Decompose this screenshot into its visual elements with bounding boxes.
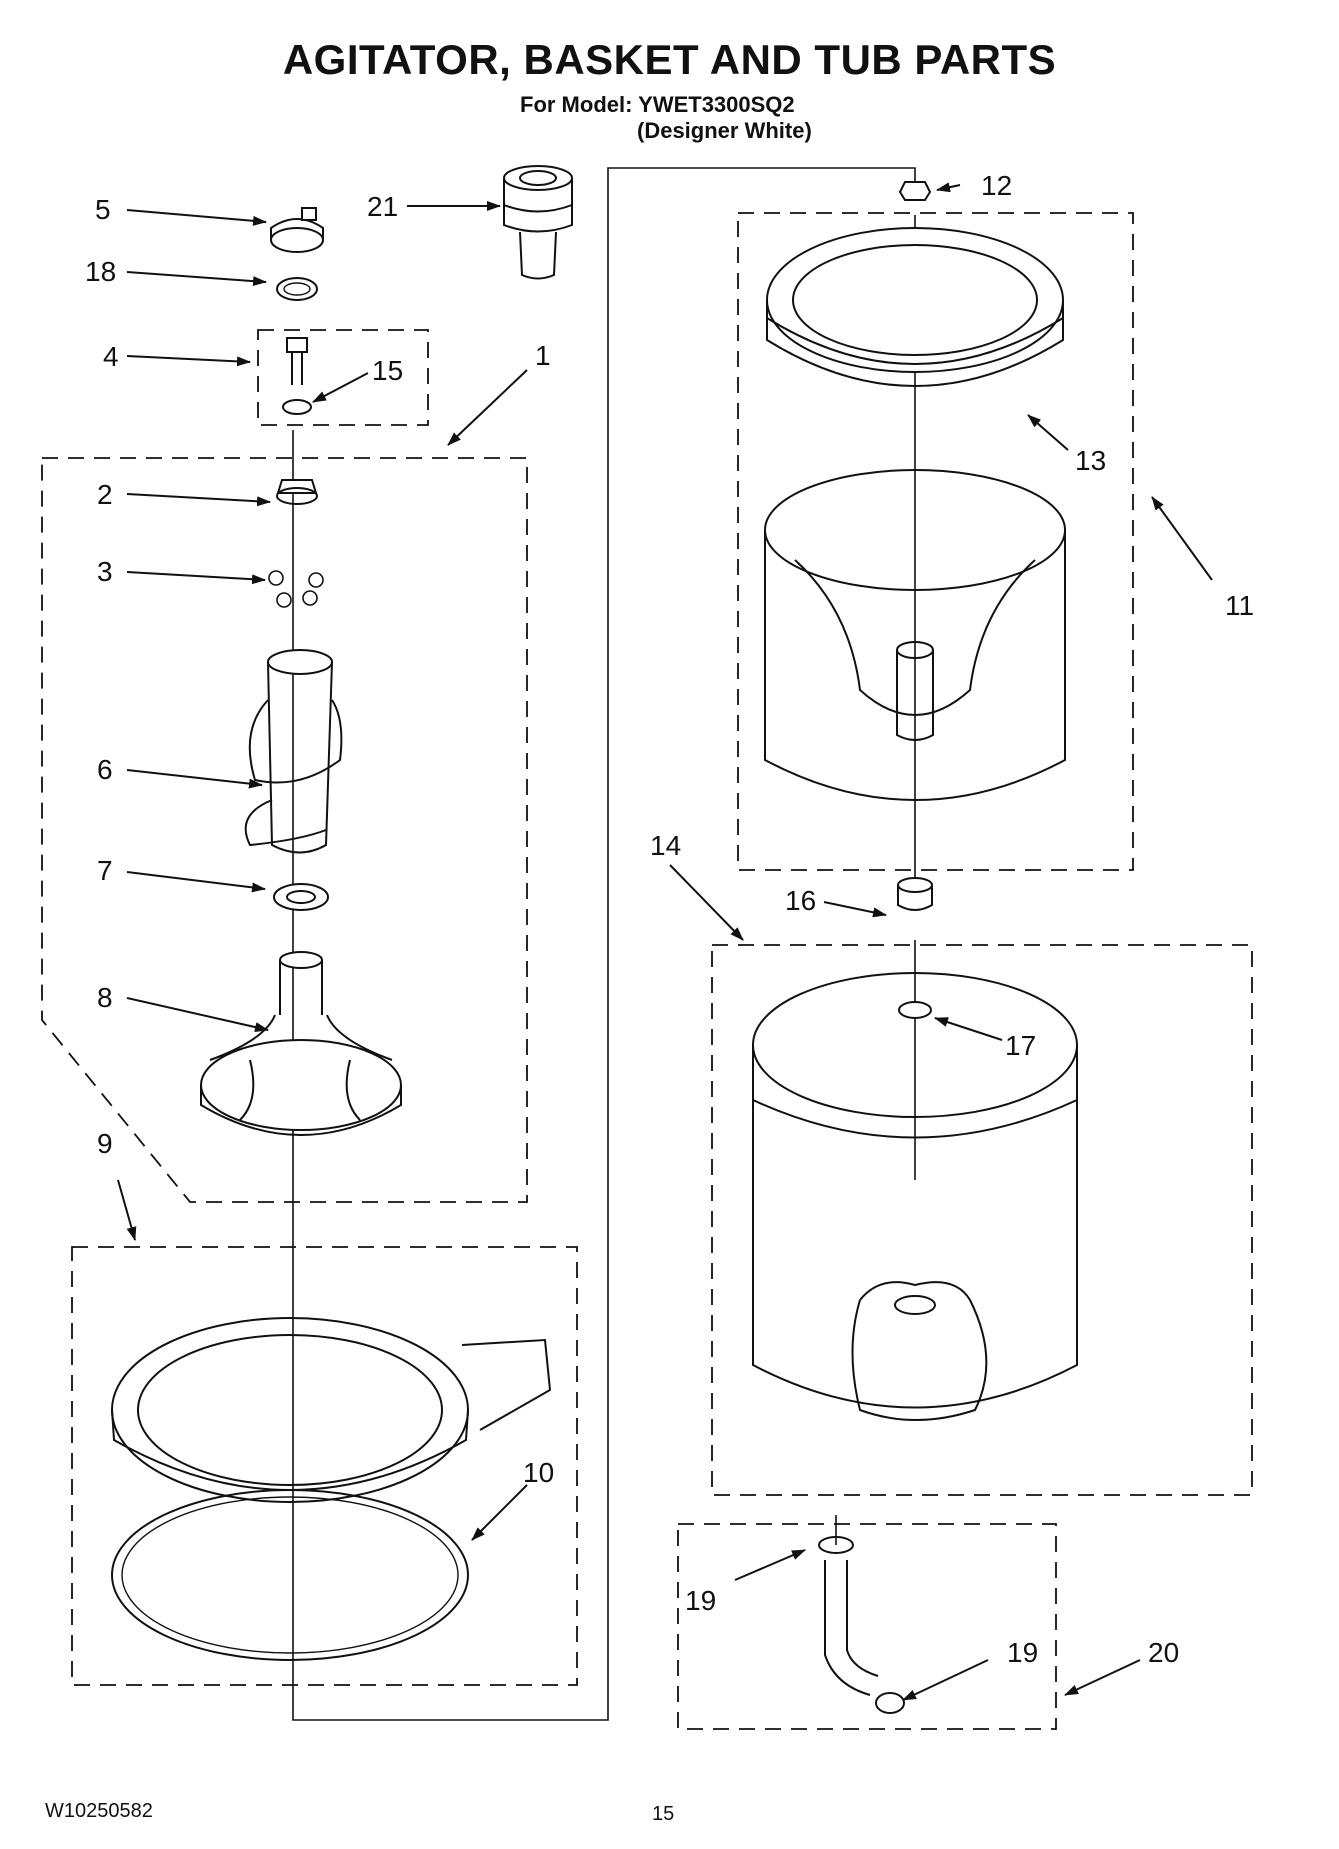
part-6-agitator-barrel [244,649,343,854]
callout-3: 3 [97,556,113,587]
part-7-bearing [273,883,329,911]
part-4-bolt [286,337,308,385]
group-box-14 [711,944,1253,1496]
callout-19-upper: 19 [685,1585,716,1616]
callout-6: 6 [97,754,113,785]
part-3-dogs [268,570,324,608]
part-12-nut [898,181,932,201]
callout-12: 12 [981,170,1012,201]
callout-arrows [117,182,1213,1701]
group-box-11 [737,212,1134,871]
part-10-snap-ring [111,1489,469,1661]
part-11-basket [764,469,1066,801]
callout-20: 20 [1148,1637,1179,1668]
callout-14: 14 [650,830,681,861]
part-21-dispenser [503,165,573,280]
part-14-outer-tub [752,972,1078,1421]
callout-13: 13 [1075,445,1106,476]
page-title: AGITATOR, BASKET AND TUB PARTS [282,36,1057,83]
callout-1: 1 [535,340,551,371]
model-line: For Model: YWET3300SQ2 [520,92,795,117]
callout-7: 7 [97,855,113,886]
document-number: W10250582 [45,1800,153,1822]
callout-18: 18 [85,256,116,287]
part-15-washer [282,399,312,415]
group-boxes [41,212,1253,1730]
callout-10: 10 [523,1457,554,1488]
model-variant: (Designer White) [637,118,812,143]
callout-9: 9 [97,1128,113,1159]
callout-21: 21 [367,191,398,222]
part-18-ring [276,277,318,301]
group-box-1 [41,457,528,1203]
callout-4: 4 [103,341,119,372]
part-13-balance-ring [766,227,1064,387]
group-box-9 [71,1246,578,1686]
group-box-4 [257,329,429,426]
callout-5: 5 [95,194,111,225]
part-2-cap [276,479,318,505]
callout-16: 16 [785,885,816,916]
callout-15: 15 [372,355,403,386]
page-number: 15 [652,1803,675,1825]
callout-8: 8 [97,982,113,1013]
callout-2: 2 [97,479,113,510]
part-20-drain-hose [818,1536,905,1714]
group-box-20 [677,1523,1057,1730]
part-16-hub [897,877,933,911]
callout-17: 17 [1005,1030,1036,1061]
part-5-cap [270,207,324,253]
callout-11: 11 [1225,590,1254,621]
part-9-tub-ring [111,1317,552,1503]
part-8-agitator-base [200,951,402,1136]
callout-19-lower: 19 [1007,1637,1038,1668]
